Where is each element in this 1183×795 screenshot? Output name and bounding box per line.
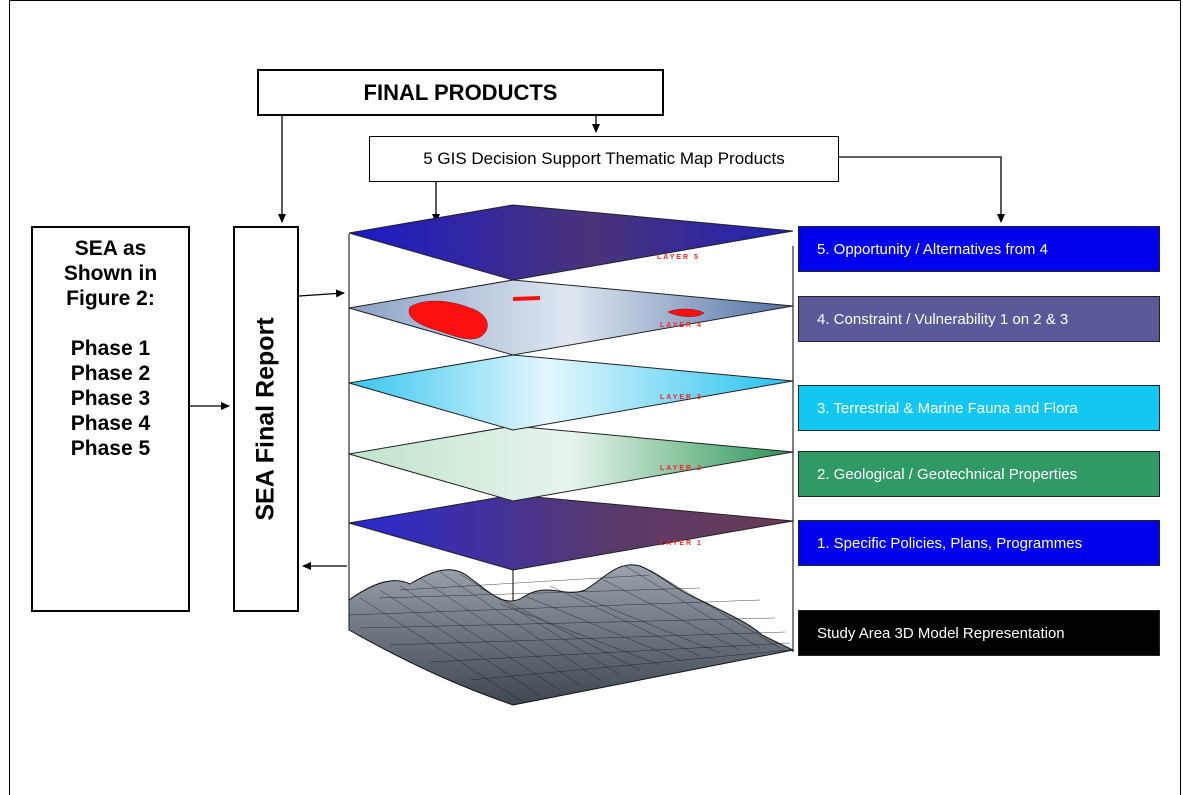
phase-2-label: Phase 2 (70, 362, 151, 385)
legend-label-1: 1. Specific Policies, Plans, Programmes (817, 534, 1083, 552)
legend-label-4: 4. Constraint / Vulnerability 1 on 2 & 3 (817, 310, 1069, 328)
layer-plane-3: LAYER 3 (348, 354, 794, 431)
gis-products-box: 5 GIS Decision Support Thematic Map Prod… (369, 136, 839, 182)
legend-item-2: 2. Geological / Geotechnical Properties (798, 451, 1160, 497)
sea-final-report-box: SEA Final Report (233, 226, 299, 612)
arrow-report-to-layers (298, 289, 345, 298)
gis-products-label: 5 GIS Decision Support Thematic Map Prod… (423, 149, 785, 168)
layer-plane-2: LAYER 2 (348, 425, 794, 502)
constraint-zone-mini (513, 296, 540, 301)
final-products-label: FINAL PRODUCTS (363, 79, 558, 105)
phase-1-label: Phase 1 (70, 337, 151, 360)
layer-label-2: LAYER 2 (660, 465, 703, 472)
final-products-box: FINAL PRODUCTS (257, 69, 664, 116)
layer-label-5: LAYER 5 (657, 254, 700, 261)
legend-item-3: 3. Terrestrial & Marine Fauna and Flora (798, 385, 1160, 431)
sea-phases-line: Shown in (63, 262, 158, 285)
legend-label-5: 5. Opportunity / Alternatives from 4 (817, 240, 1048, 258)
legend-item-1: 1. Specific Policies, Plans, Programmes (798, 520, 1160, 566)
sea-phases-box: SEA as Shown in Figure 2: Phase 1 Phase … (31, 226, 190, 612)
layer-label-4: LAYER 4 (660, 322, 703, 329)
constraint-zone-small (667, 308, 705, 317)
sea-phases-line: SEA as (74, 237, 147, 260)
legend-item-model: Study Area 3D Model Representation (798, 610, 1160, 656)
layer-plane-4: LAYER 4 (348, 279, 794, 356)
phase-3-label: Phase 3 (70, 387, 151, 410)
phase-5-label: Phase 5 (70, 437, 151, 460)
layer-plane-1: LAYER 1 (348, 494, 794, 571)
legend-item-4: 4. Constraint / Vulnerability 1 on 2 & 3 (798, 296, 1160, 342)
sea-phases-spacer (33, 311, 188, 336)
phase-4-label: Phase 4 (70, 412, 151, 435)
layer-label-1: LAYER 1 (660, 540, 703, 547)
sea-final-report-label: SEA Final Report (251, 317, 280, 521)
legend-label-2: 2. Geological / Geotechnical Properties (817, 465, 1078, 483)
sea-phases-line: Figure 2: (66, 287, 155, 310)
figure-frame (9, 0, 1181, 795)
constraint-zone-large (408, 300, 488, 340)
arrow-gis-to-legend (839, 156, 1005, 223)
legend-item-5: 5. Opportunity / Alternatives from 4 (798, 226, 1160, 272)
legend-label-3: 3. Terrestrial & Marine Fauna and Flora (817, 399, 1078, 417)
layer-label-3: LAYER 3 (660, 394, 703, 401)
legend-label-model: Study Area 3D Model Representation (817, 624, 1065, 642)
layer-plane-5: LAYER 5 (348, 204, 794, 281)
terrain-3d-model (348, 564, 795, 706)
